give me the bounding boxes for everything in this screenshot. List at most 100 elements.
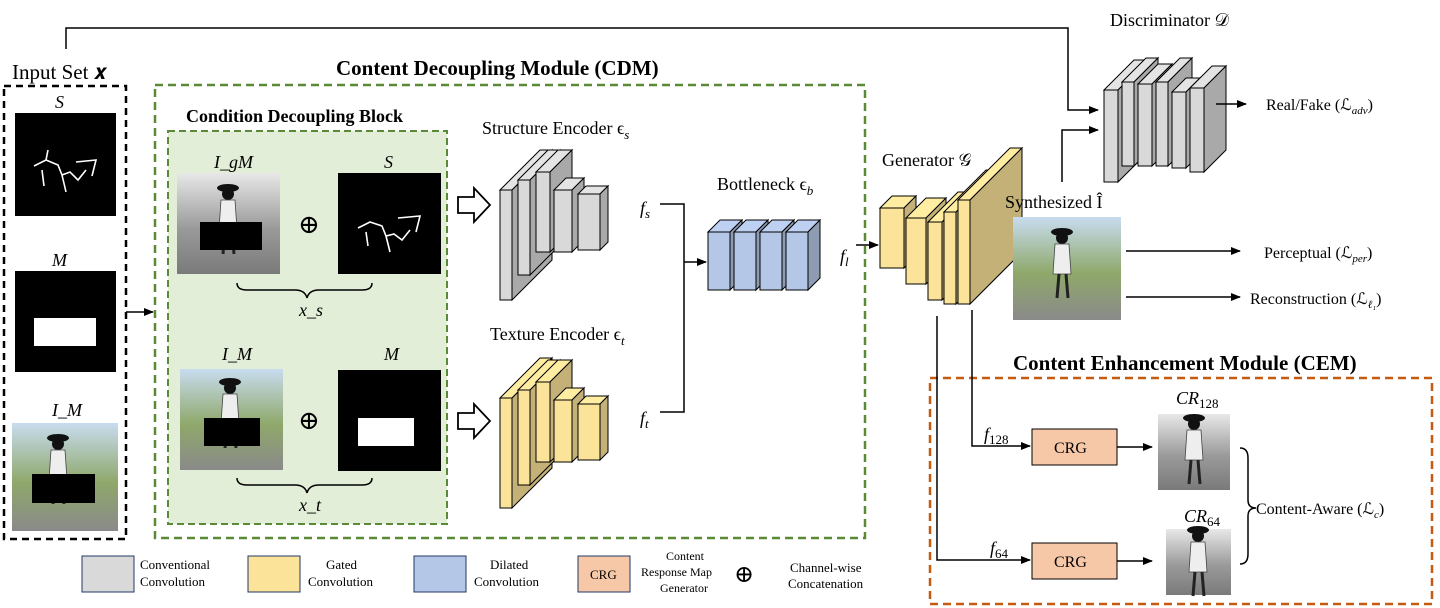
f128-label: f128 xyxy=(984,424,1009,447)
texture-encoder-title: Texture Encoder ϵt xyxy=(490,324,625,348)
input-s-label: S xyxy=(55,92,64,112)
legend-dilated-1: Dilated xyxy=(490,557,529,572)
structure-layer-4-face xyxy=(577,193,601,251)
brace-bottom xyxy=(236,477,373,494)
structure-layer-3-face xyxy=(553,189,573,253)
discriminator-layer-0-face xyxy=(1103,89,1119,183)
discriminator-title: Discriminator 𝒟 xyxy=(1110,10,1229,30)
texture-layer-0-face xyxy=(499,397,513,509)
legend-gated-1: Gated xyxy=(326,557,358,572)
texture-layer-4-face xyxy=(577,403,601,461)
igm-mask xyxy=(200,222,262,250)
fs-label: fs xyxy=(640,198,650,221)
f64-line xyxy=(936,316,1031,564)
fl-label: fl xyxy=(840,246,849,269)
bottleneck-layer-2-face xyxy=(759,231,783,291)
cdm-title: Content Decoupling Module (CDM) xyxy=(336,56,659,80)
generator-title: Generator 𝒢 xyxy=(882,150,971,170)
perceptual-label: Perceptual (ℒper) xyxy=(1264,245,1372,265)
s-image-block xyxy=(338,173,441,274)
realfake-label: Real/Fake (ℒadv) xyxy=(1266,97,1373,117)
ft-label: ft xyxy=(640,408,649,431)
discriminator-layer-2-face xyxy=(1137,83,1153,167)
content-aware-label: Content-Aware (ℒc) xyxy=(1256,501,1384,521)
texture-encoder-layers xyxy=(498,356,610,510)
bottleneck-layer-0-face xyxy=(707,231,731,291)
input-to-discriminator-line xyxy=(65,27,1099,114)
im-label-block: I_M xyxy=(221,344,253,364)
reconstruction-label: Reconstruction (ℒℓ₁) xyxy=(1250,291,1381,311)
discriminator-layer-1-face xyxy=(1121,81,1135,167)
input-m-label: M xyxy=(51,250,68,270)
f128-line xyxy=(971,310,1031,450)
bottleneck-layers xyxy=(706,218,822,292)
crg-label-bottom: CRG xyxy=(1054,554,1087,571)
generator-layer-1-face xyxy=(905,217,927,285)
crg-label-top: CRG xyxy=(1054,440,1087,457)
legend-concat-1: Channel-wise xyxy=(790,560,862,575)
legend-crg-box-label: CRG xyxy=(590,567,617,582)
f64-label: f64 xyxy=(990,538,1009,561)
content-aware-brace xyxy=(1239,447,1257,565)
fs-connector xyxy=(660,203,685,262)
structure-layer-1-face xyxy=(517,179,531,276)
hollow-arrow-top xyxy=(457,185,492,225)
legend-conv-1: Conventional xyxy=(140,557,210,572)
s-label-block: S xyxy=(384,152,393,172)
xt-label: x_t xyxy=(298,495,322,515)
oplus-top: ⊕ xyxy=(298,210,320,239)
legend-conv-2: Convolution xyxy=(140,574,206,589)
legend-dilated-2: Convolution xyxy=(474,574,540,589)
legend-gated-swatch xyxy=(247,555,301,593)
texture-layer-4-side xyxy=(599,394,609,462)
discriminator-layer-3-face xyxy=(1155,81,1169,167)
legend-gated-2: Convolution xyxy=(308,574,374,589)
structure-encoder-layers xyxy=(498,148,610,302)
discriminator-layers xyxy=(1102,56,1228,184)
legend-conv-swatch xyxy=(81,555,135,593)
cr64-label: CR64 xyxy=(1184,506,1221,529)
structure-layer-0-face xyxy=(499,189,513,301)
structure-encoder-title: Structure Encoder ϵs xyxy=(482,118,629,142)
oplus-bottom: ⊕ xyxy=(298,406,320,435)
cr128-label: CR128 xyxy=(1176,388,1219,411)
brace-top xyxy=(236,282,373,299)
input-s-image xyxy=(15,113,116,216)
input-m-hole xyxy=(34,318,96,346)
block-title: Condition Decoupling Block xyxy=(186,106,403,126)
legend-crg-swatch xyxy=(577,555,631,593)
texture-layer-2-face xyxy=(535,381,551,463)
bottleneck-title: Bottleneck ϵb xyxy=(717,174,814,198)
xs-label: x_s xyxy=(298,300,323,320)
sketch-lines xyxy=(33,149,98,193)
input-im-label: I_M xyxy=(51,400,83,420)
crg-box-bottom xyxy=(1031,542,1118,580)
generator-layers xyxy=(878,146,1024,306)
m-hole-block xyxy=(358,418,414,446)
crg-box-top xyxy=(1031,428,1118,466)
m-label-block: M xyxy=(383,344,400,364)
input-im-mask xyxy=(32,474,95,503)
cem-box xyxy=(928,376,1434,606)
synth-to-discriminator-line xyxy=(1061,126,1099,182)
legend-concat-symbol: ⊕ xyxy=(734,562,754,588)
im-mask-block xyxy=(204,418,260,446)
sketch-lines-block xyxy=(357,215,422,253)
discriminator-layer-4-face xyxy=(1171,91,1187,169)
hollow-arrow-bottom xyxy=(457,401,492,441)
generator-layer-2-face xyxy=(927,221,943,301)
bottleneck-layer-3-side xyxy=(807,218,821,292)
texture-layer-3-face xyxy=(553,399,573,463)
cem-title: Content Enhancement Module (CEM) xyxy=(1013,351,1357,375)
generator-layer-4-face xyxy=(957,199,971,305)
texture-layer-1-face xyxy=(517,389,531,486)
structure-layer-4-side xyxy=(599,184,609,252)
cdm-box xyxy=(153,83,867,540)
bottleneck-layer-1-face xyxy=(733,231,757,291)
input-set-title: Input Set 𝒙 xyxy=(12,60,108,84)
ft-connector xyxy=(660,262,685,413)
structure-layer-2-face xyxy=(535,171,551,253)
discriminator-layer-5-face xyxy=(1189,87,1205,173)
synth-title: Synthesized Î xyxy=(1005,191,1102,212)
